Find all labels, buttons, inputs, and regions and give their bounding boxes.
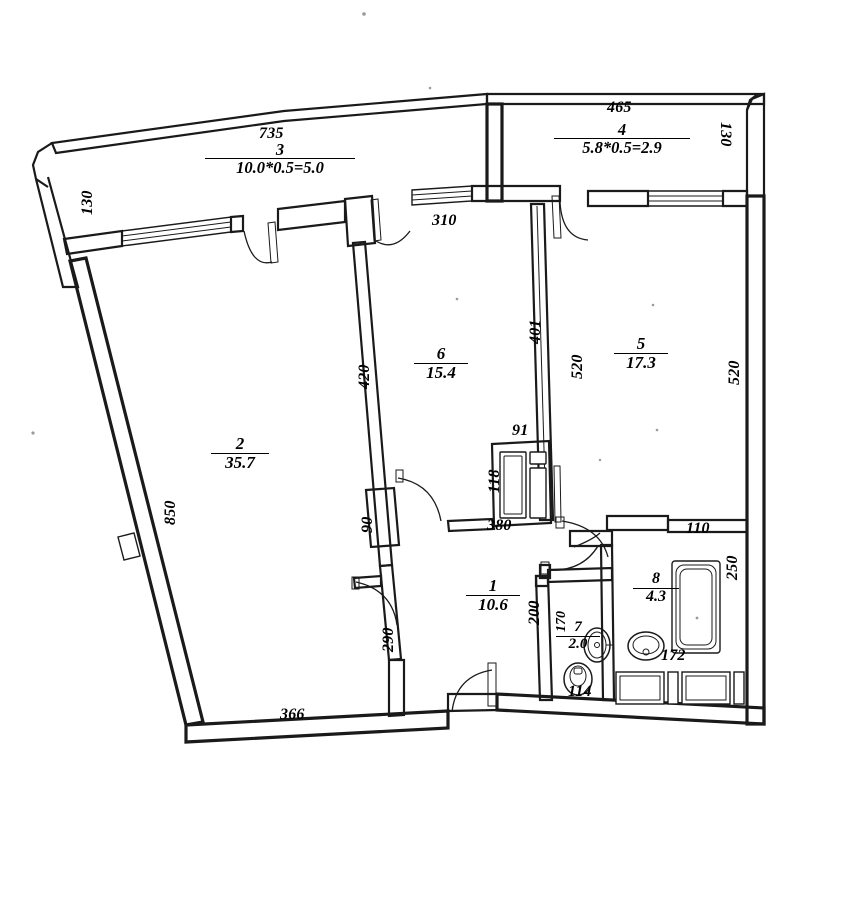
hall-bath-partitions (534, 514, 749, 702)
dimension-520-right: 520 (726, 360, 743, 385)
room-7-number: 7 (574, 619, 582, 635)
balcony-4-structure (485, 92, 766, 198)
dimension-250: 250 (724, 555, 741, 580)
upper-building-walls (62, 102, 749, 256)
dimension-114: 114 (568, 683, 592, 700)
dimension-366: 366 (280, 706, 305, 723)
dimension-520-mid: 520 (569, 354, 586, 379)
dimension-290: 290 (380, 627, 397, 652)
dimension-130-right: 130 (717, 122, 734, 147)
dimension-420: 420 (356, 364, 373, 389)
room-2-area: 35.7 (211, 452, 269, 472)
room-1-label: 1 10.6 (466, 577, 520, 614)
room-5-label: 5 17.3 (614, 335, 668, 372)
balcony-4-number: 4 (617, 120, 627, 139)
partition-room2-room6 (351, 240, 403, 662)
balcony-3-formula: 10.0*0.5=5.0 (205, 158, 355, 177)
dimension-91: 91 (512, 422, 529, 439)
room-5-area: 17.3 (614, 352, 668, 372)
room-2-number: 2 (235, 434, 245, 453)
dimension-172: 172 (661, 647, 686, 664)
left-exterior-wall (34, 176, 205, 727)
bathroom-cabinets (615, 671, 745, 705)
dimension-110: 110 (686, 520, 710, 537)
scan-specks (31, 12, 659, 462)
room-6-label: 6 15.4 (414, 345, 468, 382)
dimension-310: 310 (432, 212, 457, 229)
toilet (563, 662, 593, 696)
dimension-850: 850 (162, 500, 179, 525)
dimension-130-left: 130 (79, 190, 96, 215)
closet-block (446, 439, 562, 533)
balcony-3-label: 3 10.0*0.5=5.0 (205, 141, 355, 177)
room-5-number: 5 (636, 334, 646, 353)
door-swings (243, 195, 609, 713)
room-1-number: 1 (488, 576, 498, 595)
bottom-exterior-walls (184, 658, 766, 744)
bathtub (671, 560, 721, 654)
wc-sink (583, 627, 613, 663)
room-7-area: 2.0 (556, 635, 600, 653)
room-7-label: 7 2.0 (556, 619, 600, 653)
room-8-area: 4.3 (633, 587, 679, 606)
dimension-735: 735 (259, 125, 284, 142)
right-exterior-wall (745, 194, 766, 726)
room-6-number: 6 (436, 344, 446, 363)
room-2-label: 2 35.7 (211, 435, 269, 472)
dimension-200: 200 (526, 600, 543, 625)
bathroom-sink (627, 631, 665, 661)
room-8-number: 8 (652, 570, 660, 587)
dimension-118: 118 (486, 469, 503, 493)
dimension-380: 380 (487, 517, 512, 534)
dimension-90: 90 (359, 516, 376, 533)
partition-room6-room5 (529, 202, 555, 522)
room-1-area: 10.6 (466, 594, 520, 614)
room-6-area: 15.4 (414, 362, 468, 382)
balcony-4-label: 4 5.8*0.5=2.9 (554, 121, 690, 157)
dimension-465: 465 (607, 99, 632, 116)
balcony-4-formula: 5.8*0.5=2.9 (554, 138, 690, 157)
dimension-401: 401 (527, 319, 544, 344)
balcony-3-number: 3 (275, 140, 285, 159)
room-8-label: 8 4.3 (633, 570, 679, 606)
